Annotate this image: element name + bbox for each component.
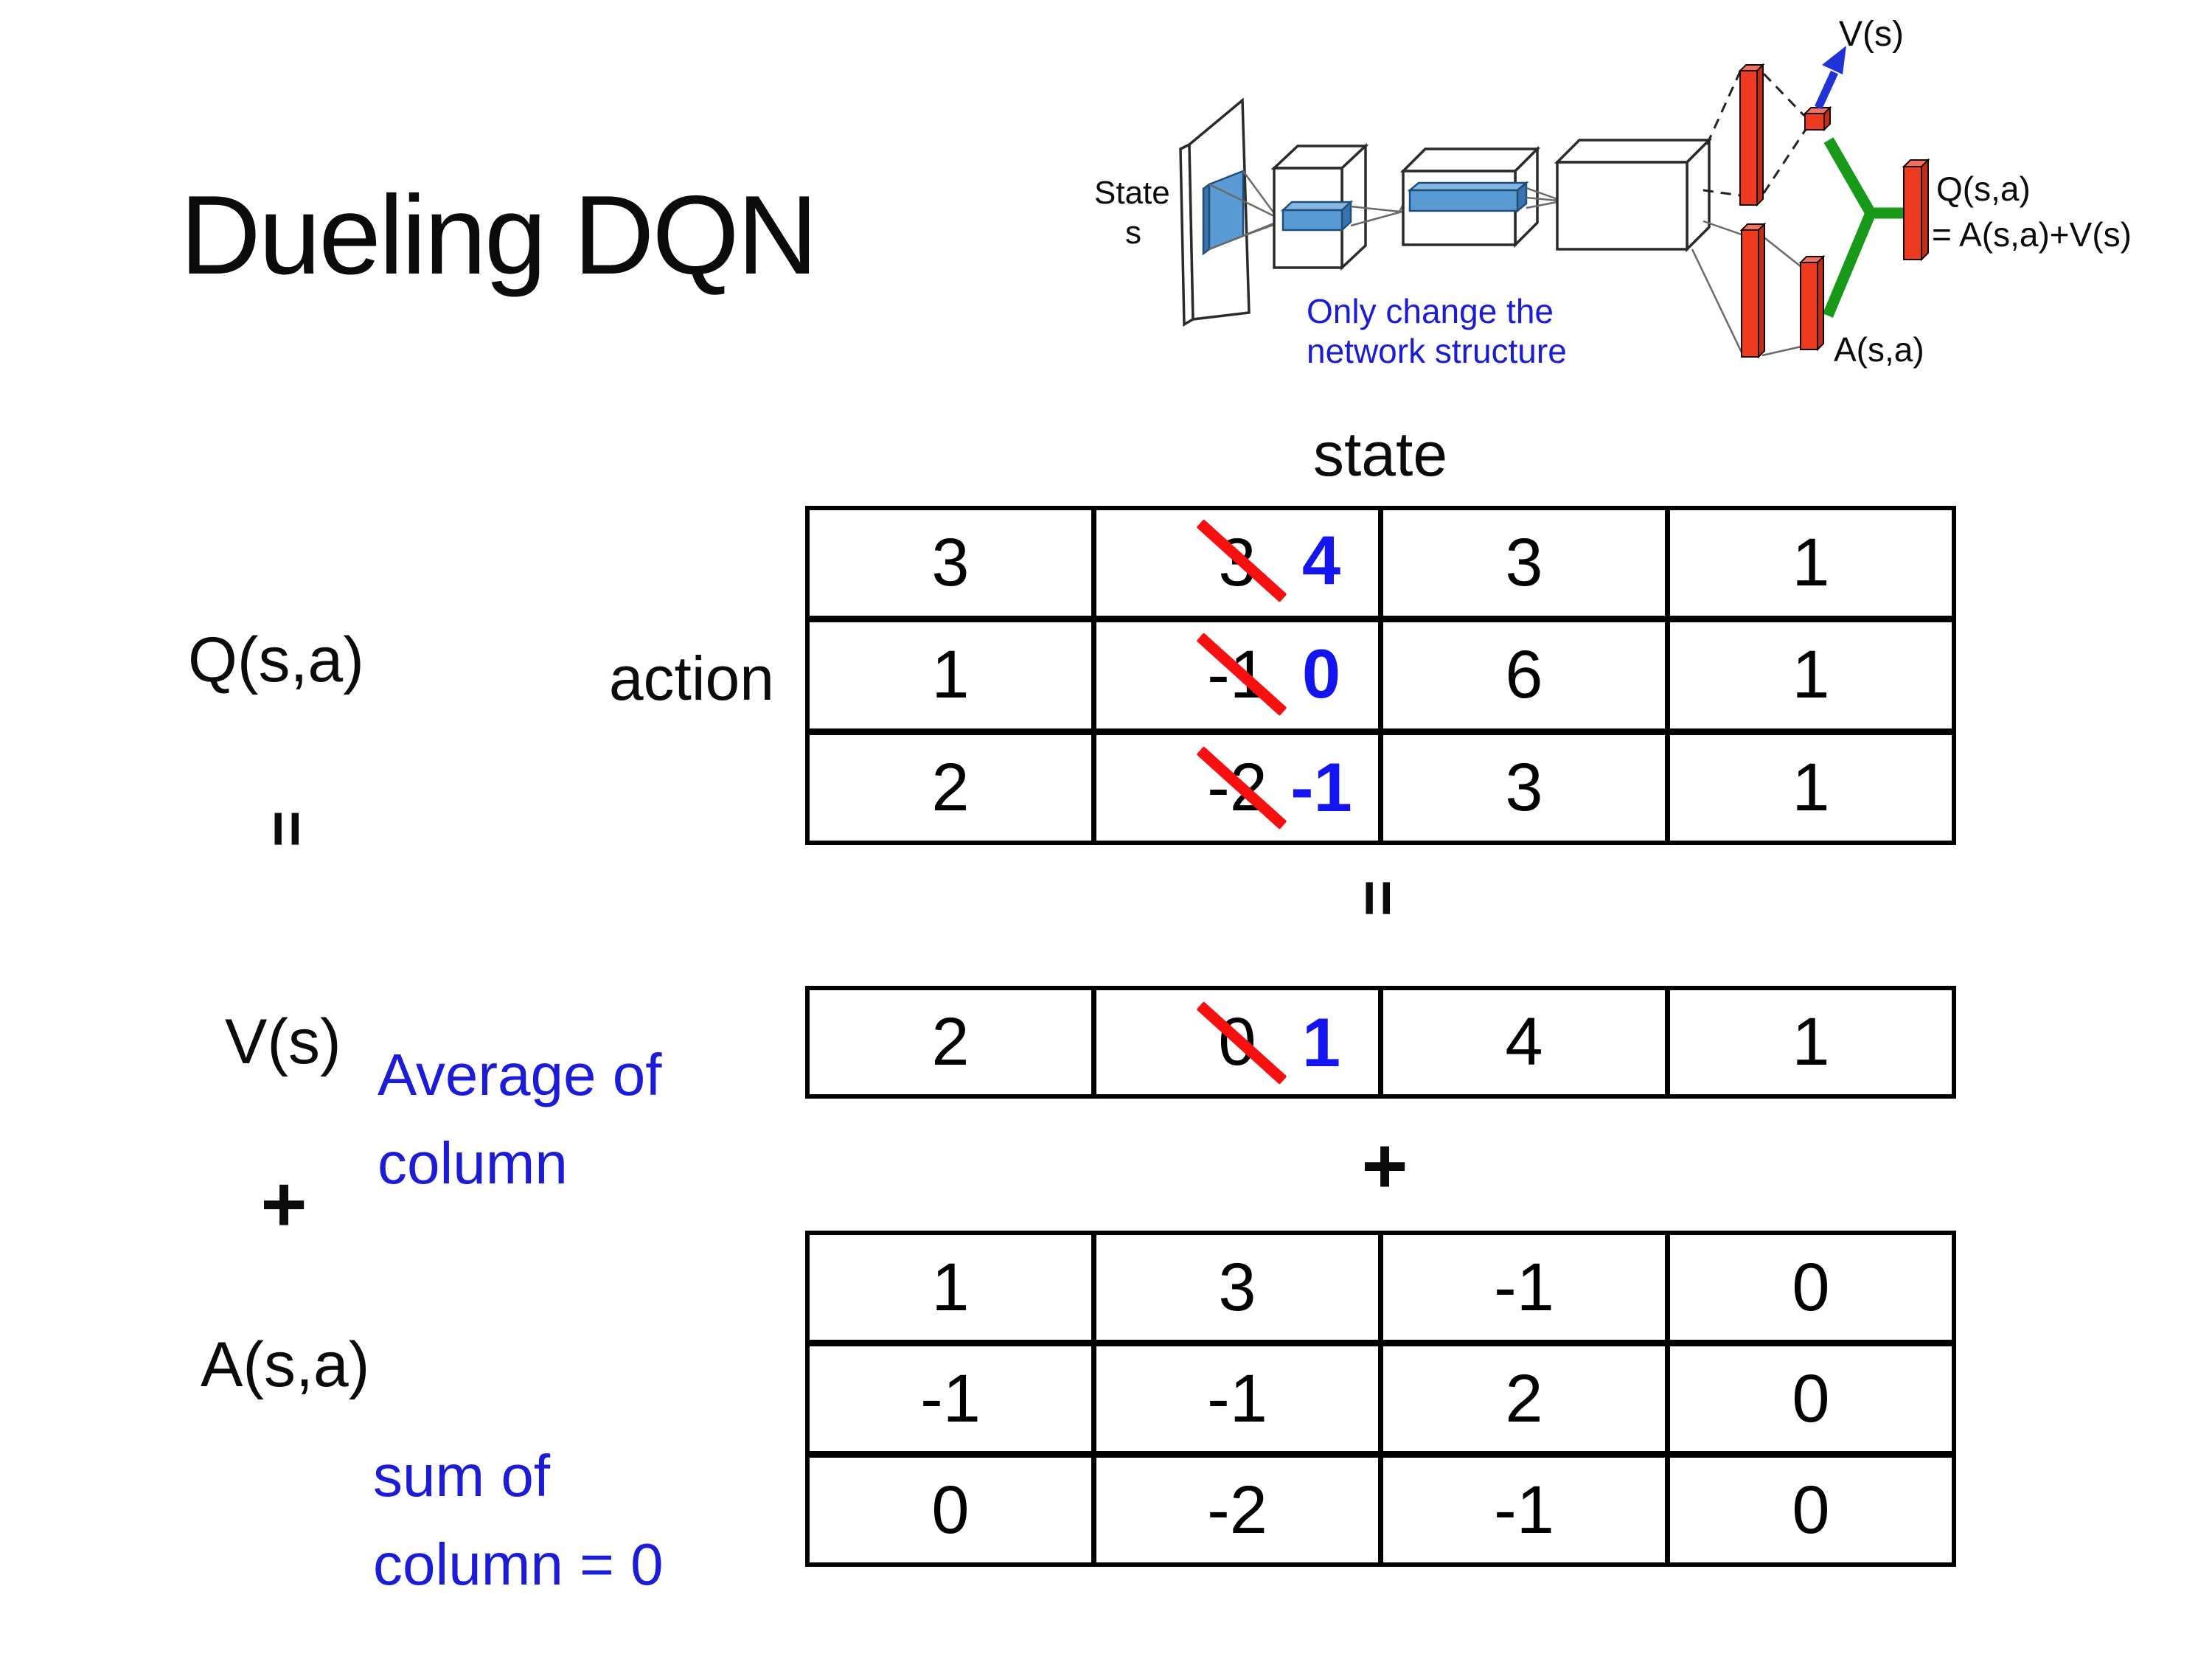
a-cell: 0	[1670, 1235, 1952, 1340]
v-cell: 4	[1383, 990, 1665, 1094]
network-note-line1: Only change the	[1307, 292, 1554, 330]
corrected-value-q-row2: 0	[1301, 635, 1341, 712]
input-plane	[1179, 97, 1251, 327]
equals-sign-left: =	[251, 810, 323, 848]
merge-connector	[1823, 137, 1905, 318]
a-cell: -1	[1096, 1346, 1378, 1451]
plus-sign-middle: +	[1361, 1120, 1408, 1210]
a-cell: -2	[1096, 1458, 1378, 1562]
dueling-network-diagram: State s V(s) Q(s,a) = A(s,a)+V(s) A(s,a)…	[1094, 15, 2132, 370]
corrected-value-q-row1: 4	[1301, 521, 1341, 599]
a-output-label: A(s,a)	[1834, 330, 1924, 369]
q-cell: 3	[1383, 510, 1665, 616]
average-note-line1: Average of	[378, 1042, 662, 1107]
q-cell: 1	[1670, 510, 1952, 616]
v-values-table: 2 0 4 1	[805, 986, 1956, 1099]
a-matrix-label: A(s,a)	[201, 1329, 370, 1400]
q-matrix-label: Q(s,a)	[188, 625, 364, 695]
q-cell: 1	[1670, 734, 1952, 841]
v-stream-fc-bar	[1738, 63, 1765, 207]
feature-bar-2	[1407, 181, 1529, 213]
a-cell: 0	[1670, 1346, 1952, 1451]
sum-note-line1: sum of	[373, 1443, 551, 1509]
a-stream-lines	[1691, 220, 1802, 357]
a-cell: 0	[810, 1458, 1091, 1562]
v-scalar-node	[1803, 105, 1832, 132]
corrected-value-q-row3: -1	[1290, 748, 1352, 826]
state-axis-header: state	[1312, 420, 1448, 489]
network-note-line2: network structure	[1307, 332, 1567, 370]
q-output-bar	[1902, 158, 1930, 262]
a-vector-bar	[1798, 254, 1826, 352]
v-stream-dashed-lines	[1703, 71, 1808, 197]
page-title: Dueling DQN	[180, 173, 818, 298]
state-input-label-line2: s	[1125, 215, 1141, 251]
a-cell: 0	[1670, 1458, 1952, 1562]
q-output-formula: = A(s,a)+V(s)	[1932, 215, 2132, 254]
sum-note-line2: column = 0	[373, 1531, 664, 1597]
v-arrow	[1815, 46, 1846, 110]
a-cell: 1	[810, 1235, 1091, 1340]
a-cell: -1	[1383, 1458, 1665, 1562]
sum-of-column-note: sum of column = 0	[373, 1432, 664, 1609]
feature-bar-1	[1280, 200, 1354, 232]
a-values-table: 1 3 -1 0 -1 -1 2 0 0 -2 -1 0	[805, 1231, 1956, 1567]
q-cell: 1	[810, 622, 1091, 728]
a-cell: 2	[1383, 1346, 1665, 1451]
v-cell: 1	[1670, 990, 1952, 1094]
plus-sign-left: +	[260, 1158, 307, 1248]
q-cell: 6	[1383, 622, 1665, 728]
fc-box	[1554, 136, 1713, 253]
q-cell: 3	[1383, 734, 1665, 841]
action-axis-header: action	[608, 644, 774, 713]
a-cell: -1	[1383, 1235, 1665, 1340]
q-cell: 3	[810, 510, 1091, 616]
equals-sign-middle: =	[1343, 879, 1414, 917]
conv-fan-lines-1	[1208, 170, 1277, 251]
q-cell: 2	[810, 734, 1091, 841]
v-output-label: V(s)	[1839, 15, 1904, 54]
a-cell: 3	[1096, 1235, 1378, 1340]
v-cell: 2	[810, 990, 1091, 1094]
q-values-table: 3 3 3 1 1 -1 6 1 2 -2 3 1	[805, 506, 1956, 845]
average-of-column-note: Average of column	[378, 1031, 661, 1208]
corrected-value-v-row: 1	[1301, 1004, 1341, 1081]
average-note-line2: column	[378, 1130, 568, 1196]
conv-fan-lines-3	[1526, 187, 1558, 209]
a-cell: -1	[810, 1346, 1091, 1451]
q-cell: 1	[1670, 622, 1952, 728]
q-output-label: Q(s,a)	[1936, 170, 2031, 208]
a-stream-fc-bar	[1739, 222, 1767, 359]
v-row-label: V(s)	[225, 1006, 341, 1077]
state-input-label-line1: State	[1094, 175, 1170, 211]
